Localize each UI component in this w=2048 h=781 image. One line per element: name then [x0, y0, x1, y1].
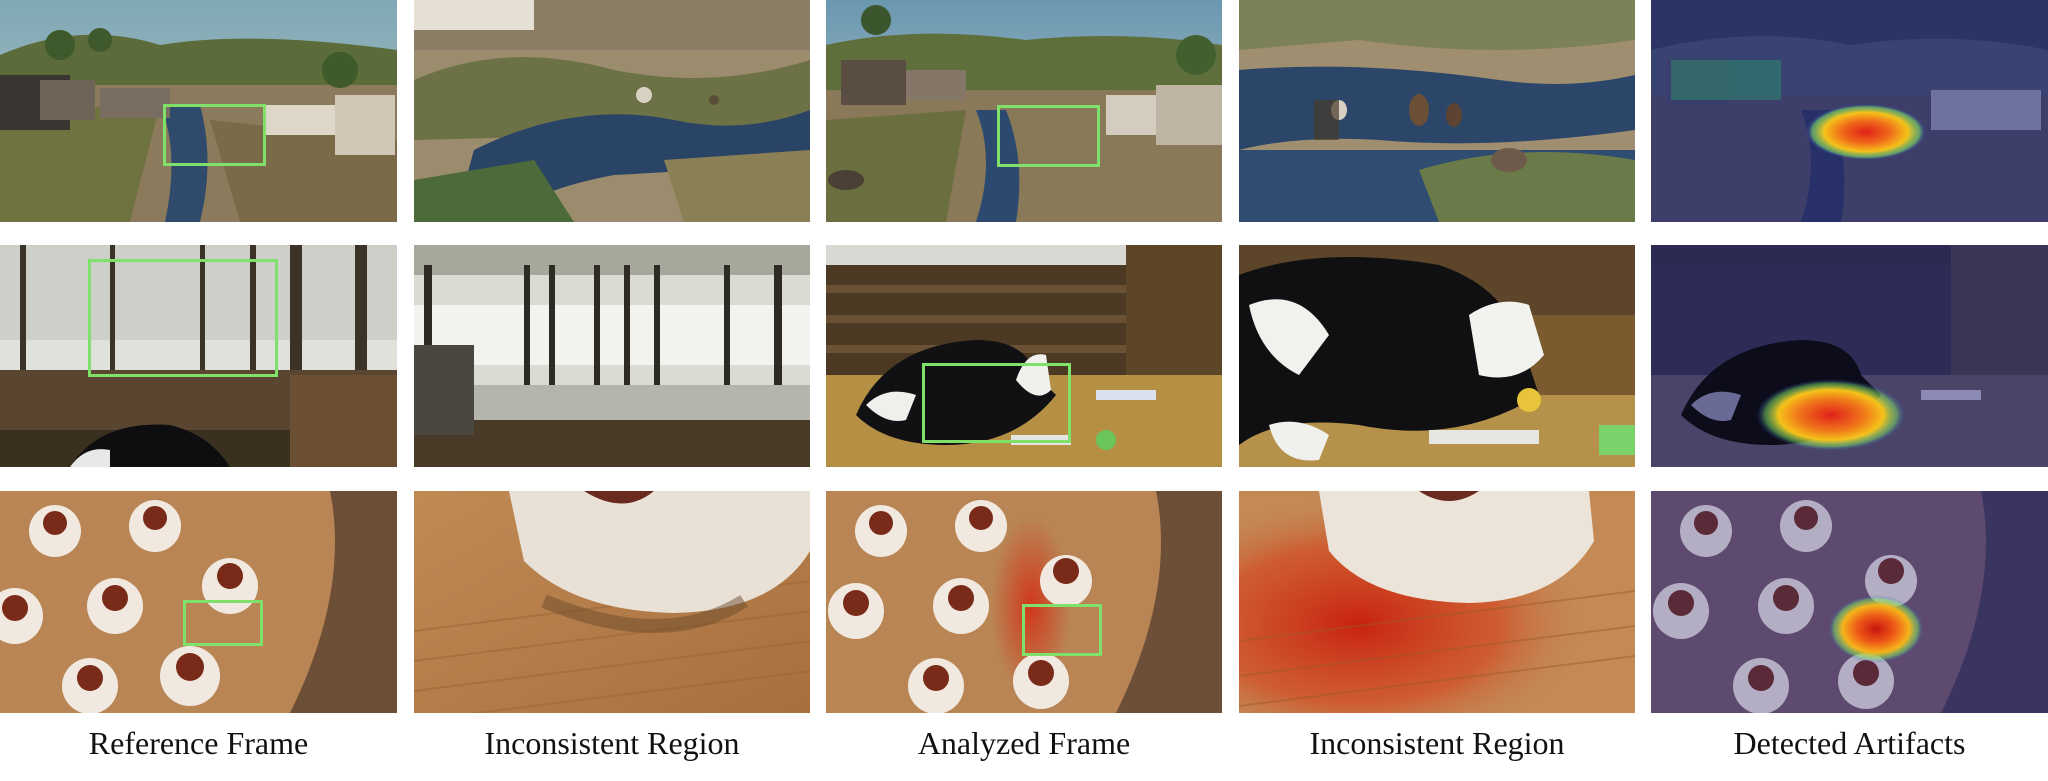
row1-reference-frame	[0, 0, 397, 222]
row1-reference-crop	[414, 0, 810, 222]
caption-inconsistent-region: Inconsistent Region	[484, 725, 740, 761]
row1-analyzed-frame	[826, 0, 1222, 222]
caption-inconsistent-region-2: Inconsistent Region	[1309, 725, 1565, 761]
caption-analyzed-frame: Analyzed Frame	[917, 725, 1131, 761]
caption-detected-artifacts: Detected Artifacts	[1733, 725, 1966, 761]
row3-reference-crop	[414, 491, 810, 713]
row3-reference-frame	[0, 491, 397, 713]
caption-reference-frame: Reference Frame	[88, 725, 309, 761]
row3-analyzed-crop	[1239, 491, 1635, 713]
row2-analyzed-crop	[1239, 245, 1635, 467]
row2-detected-artifacts	[1651, 245, 2048, 467]
highlight-box	[163, 104, 266, 166]
row2-analyzed-frame	[826, 245, 1222, 467]
highlight-box	[88, 259, 278, 377]
highlight-box	[997, 105, 1100, 167]
row2-reference-frame	[0, 245, 397, 467]
row3-detected-artifacts	[1651, 491, 2048, 713]
highlight-box	[922, 363, 1071, 443]
row1-analyzed-crop	[1239, 0, 1635, 222]
highlight-box	[1022, 604, 1102, 656]
row2-reference-crop	[414, 245, 810, 467]
highlight-box	[183, 600, 263, 646]
row3-analyzed-frame	[826, 491, 1222, 713]
row1-detected-artifacts	[1651, 0, 2048, 222]
